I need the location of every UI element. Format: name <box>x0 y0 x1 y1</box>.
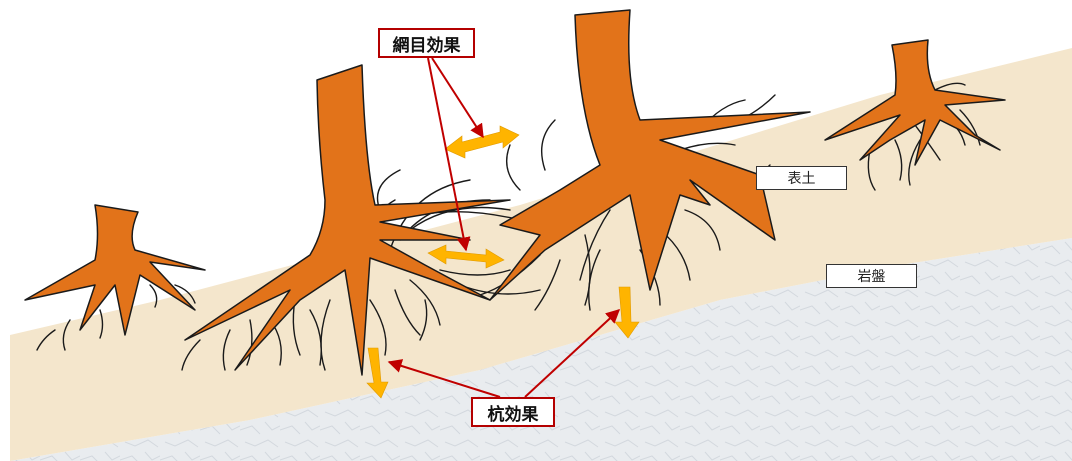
bedrock-label: 岩盤 <box>826 264 917 288</box>
mesh-pointer-upper <box>432 58 483 137</box>
mesh-effect-label: 網目効果 <box>378 28 475 58</box>
topsoil-label: 表土 <box>756 166 847 190</box>
pile-effect-label: 杭効果 <box>471 397 555 427</box>
